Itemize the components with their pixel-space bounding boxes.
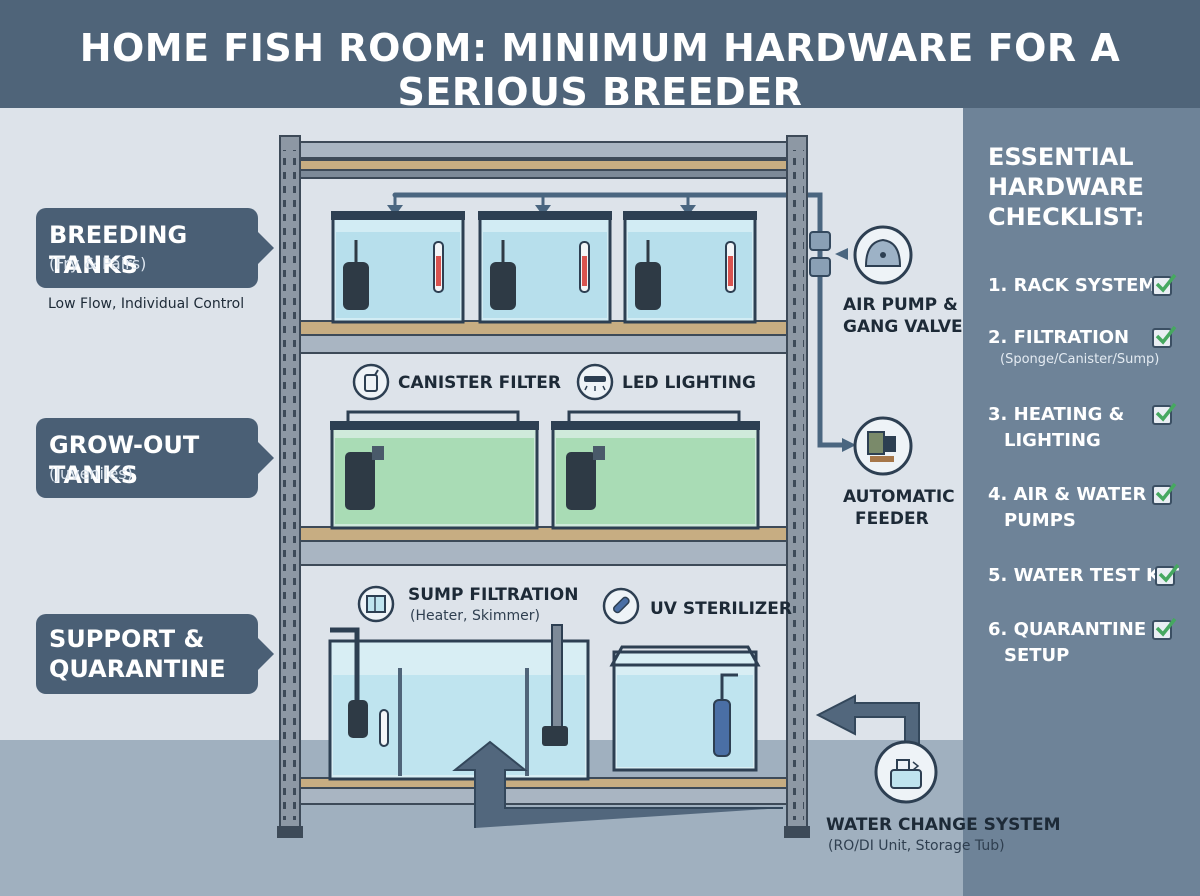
- checklist-item-2-sub: (Sponge/Canister/Sump): [1000, 352, 1160, 367]
- support-title-line1: SUPPORT &: [49, 625, 205, 653]
- checkbox-air-water-pumps: [1152, 482, 1177, 505]
- sump-icon: [357, 585, 395, 623]
- callout-breeding-tanks: BREEDING TANKS (Fry & Pairs): [36, 208, 274, 288]
- checklist-item-2: 2. FILTRATION: [988, 327, 1130, 348]
- air-pump-label-line1: AIR PUMP &: [843, 295, 958, 315]
- growout-tanks-title: GROW-OUT TANKS: [49, 431, 200, 489]
- sump-filtration-sublabel: (Heater, Skimmer): [410, 608, 540, 624]
- checklist-title-line3: CHECKLIST:: [988, 203, 1145, 231]
- feeder-label-line2: FEEDER: [855, 509, 929, 529]
- water-change-plumbing: [452, 694, 920, 828]
- growout-tanks-subtitle: (Juveniles): [49, 464, 133, 483]
- canister-filter-icon: [352, 363, 390, 401]
- breeding-tanks-subtitle: (Fry & Pairs): [49, 254, 147, 273]
- checkbox-heating-lighting: [1152, 402, 1177, 425]
- rack-illustration: [277, 135, 938, 838]
- checklist-item-6-line2: SETUP: [1004, 645, 1070, 666]
- air-line-plumbing: [392, 192, 853, 448]
- feeder-icon: [853, 416, 913, 476]
- rack-uprights: [277, 135, 810, 838]
- water-tub-icon: [874, 740, 938, 804]
- led-light-icon: [576, 363, 614, 401]
- breeding-tanks-note: Low Flow, Individual Control: [48, 296, 245, 312]
- air-line-arrows: [387, 205, 856, 452]
- checklist-item-6-line1: 6. QUARANTINE: [988, 619, 1147, 640]
- breeding-tank-3: [623, 211, 757, 324]
- page-title: HOME FISH ROOM: MINIMUM HARDWARE FOR A S…: [79, 26, 1121, 114]
- checklist-item-4-line2: PUMPS: [1004, 510, 1076, 531]
- growout-tank-2: [551, 410, 760, 530]
- callout-growout-tanks: GROW-OUT TANKS (Juveniles): [36, 418, 274, 498]
- sump-tank: [328, 624, 590, 781]
- checkbox-quarantine-setup: [1152, 617, 1177, 640]
- title-bar: [0, 0, 1200, 108]
- growout-tank-1: [330, 410, 539, 530]
- rack-shelves: [299, 141, 788, 805]
- breeding-tanks-title: BREEDING TANKS: [49, 221, 188, 279]
- uv-sterilizer-icon: [602, 587, 640, 625]
- gang-valve: [809, 231, 848, 277]
- checkbox-water-test-kit: [1155, 563, 1180, 586]
- water-change-label: WATER CHANGE SYSTEM: [826, 815, 1061, 835]
- checklist-item-1: 1. RACK SYSTEM: [988, 275, 1157, 296]
- uv-sterilizer-label: UV STERILIZER: [650, 599, 792, 619]
- air-pump-label-line2: GANG VALVE: [843, 317, 963, 337]
- checkbox-rack-system: [1152, 273, 1177, 296]
- checklist-item-5: 5. WATER TEST KIT: [988, 565, 1179, 586]
- breeding-tank-1: [331, 211, 465, 324]
- checklist-title-line2: HARDWARE: [988, 173, 1144, 201]
- led-lighting-label: LED LIGHTING: [622, 373, 756, 393]
- callout-support-quarantine: SUPPORT & QUARANTINE: [36, 614, 274, 694]
- sump-filtration-label: SUMP FILTRATION: [408, 585, 579, 605]
- support-title-line2: QUARANTINE: [49, 655, 226, 683]
- feeder-label-line1: AUTOMATIC: [843, 487, 955, 507]
- checkbox-filtration: [1152, 325, 1177, 348]
- checklist-item-3-line1: 3. HEATING &: [988, 404, 1125, 425]
- checklist-item-4-line1: 4. AIR & WATER: [988, 484, 1147, 505]
- checklist-item-3-line2: LIGHTING: [1004, 430, 1101, 451]
- quarantine-tank: [609, 645, 761, 772]
- water-change-sublabel: (RO/DI Unit, Storage Tub): [828, 838, 1005, 854]
- breeding-tank-2: [478, 211, 612, 324]
- checklist-title-line1: ESSENTIAL: [988, 143, 1134, 171]
- canister-filter-label: CANISTER FILTER: [398, 373, 561, 393]
- air-pump-icon: [853, 225, 913, 285]
